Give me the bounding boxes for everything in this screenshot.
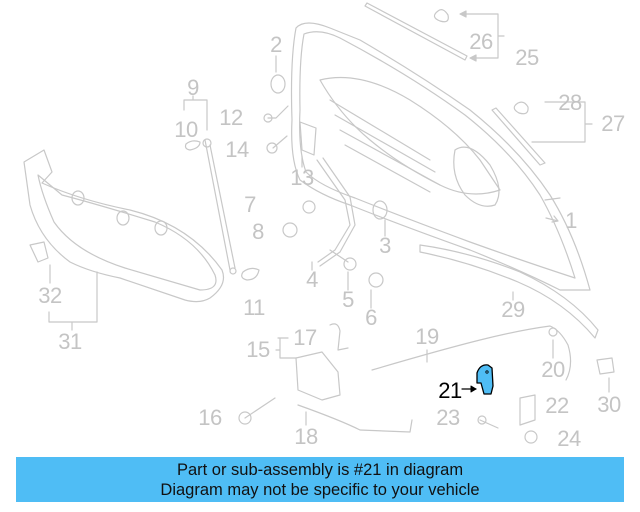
grommet-part-20 <box>548 327 558 337</box>
callout-label-27: 27 <box>601 111 625 136</box>
insulator-part-31 <box>23 149 225 303</box>
bolt-part-14 <box>272 135 288 149</box>
rod-part-18 <box>297 404 413 433</box>
callout-label-4: 4 <box>306 267 318 292</box>
part-info-banner: Part or sub-assembly is #21 in diagram D… <box>16 457 624 502</box>
nut-part-7 <box>302 200 316 214</box>
clip-part-24 <box>524 430 538 444</box>
callout-label-13: 13 <box>290 165 314 190</box>
parts-diagram: 1 2 3 4 5 6 7 8 9 10 11 12 13 14 15 16 1… <box>23 2 625 451</box>
callout-label-21-highlighted[interactable]: 21 <box>438 378 462 403</box>
callout-label-14: 14 <box>225 137 249 162</box>
callout-label-15: 15 <box>246 337 270 362</box>
callout-label-10: 10 <box>174 117 198 142</box>
callout-label-2: 2 <box>270 32 282 57</box>
strut-part-9 <box>204 139 231 271</box>
part-reference-text: Part or sub-assembly is #21 in diagram <box>176 461 464 479</box>
bolt-part-23 <box>479 419 499 429</box>
callout-label-22: 22 <box>545 393 569 418</box>
callout-label-3: 3 <box>379 233 391 258</box>
bumper-part-2 <box>270 74 286 94</box>
grommet-part-3 <box>372 200 388 220</box>
callout-label-24: 24 <box>557 426 581 451</box>
cable-part-19 <box>371 325 572 381</box>
clip-part-26 <box>433 9 449 23</box>
callout-label-1: 1 <box>565 208 577 233</box>
callout-label-20: 20 <box>541 357 565 382</box>
callout-label-5: 5 <box>342 287 354 312</box>
seal-part-27 <box>491 107 546 166</box>
seal-part-25 <box>364 2 468 61</box>
callout-label-30: 30 <box>597 392 621 417</box>
vehicle-disclaimer-text: Diagram may not be specific to your vehi… <box>160 481 480 499</box>
clip-part-11 <box>241 267 260 281</box>
callout-label-25: 25 <box>515 45 539 70</box>
callout-label-26: 26 <box>469 29 493 54</box>
hood-assembly-drawing <box>23 2 615 444</box>
bracket-part-13 <box>299 121 317 156</box>
clip-part-10 <box>184 140 201 151</box>
callout-label-7: 7 <box>244 192 256 217</box>
connector-part-17 <box>329 323 349 351</box>
callout-label-12: 12 <box>219 105 243 130</box>
callout-label-6: 6 <box>365 305 377 330</box>
callout-label-16: 16 <box>198 405 222 430</box>
callout-label-31: 31 <box>58 329 82 354</box>
bumper-part-30 <box>596 357 615 375</box>
callout-label-17: 17 <box>293 325 317 350</box>
callout-label-19: 19 <box>415 324 439 349</box>
latch-part-15 <box>295 351 341 401</box>
nut-part-6 <box>368 272 384 288</box>
hood-panel-part-1 <box>290 22 591 291</box>
callout-label-23: 23 <box>436 405 460 430</box>
callout-label-8: 8 <box>252 219 264 244</box>
seal-part-29 <box>419 244 599 339</box>
callout-label-29: 29 <box>501 297 525 322</box>
clip-part-28 <box>513 101 529 115</box>
lever-part-21-highlighted[interactable] <box>476 364 494 395</box>
callout-label-11: 11 <box>243 295 265 320</box>
bracket-part-22 <box>519 394 536 426</box>
callout-label-18: 18 <box>294 424 318 449</box>
hinge-part-4 <box>316 159 351 263</box>
stud-part-12 <box>267 105 289 119</box>
clip-part-32 <box>29 241 49 263</box>
callout-label-28: 28 <box>558 90 582 115</box>
callout-label-9: 9 <box>187 75 199 100</box>
callout-label-32: 32 <box>38 283 62 308</box>
nut-part-8 <box>282 222 298 238</box>
